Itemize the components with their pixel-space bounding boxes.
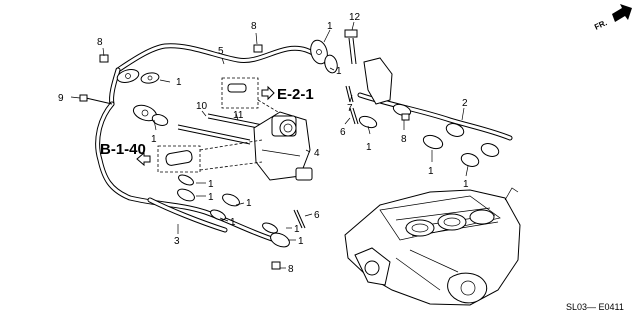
- b140-arrow: [136, 151, 151, 167]
- connector: [227, 83, 247, 93]
- callout-2: 2: [462, 98, 468, 109]
- gasket-set: [116, 39, 500, 248]
- callout-1-lower-f: 1: [298, 236, 304, 247]
- connector-box: [221, 77, 259, 109]
- engine-assembly: [344, 187, 521, 306]
- callout-1-lower-e: 1: [294, 224, 300, 235]
- callout-5: 5: [218, 46, 224, 57]
- callout-4: 4: [314, 148, 320, 159]
- callout-8-upper-left: 8: [97, 37, 103, 48]
- front-arrow-icon: [612, 4, 632, 22]
- callout-1-lower-a: 1: [208, 179, 214, 190]
- reference-e-2-1: E-2-1: [277, 86, 314, 103]
- callout-1-mid-left: 1: [151, 134, 157, 145]
- e21-arrow: [261, 85, 275, 101]
- callout-9: 9: [58, 93, 64, 104]
- callout-8-right: 8: [401, 134, 407, 145]
- air-control-valve: [253, 111, 313, 181]
- front-direction-indicator: FR.: [593, 4, 632, 32]
- callout-1-right-b: 1: [428, 166, 434, 177]
- diagram-code: SL03— E0411: [566, 302, 624, 312]
- callout-numbers: 8 1 9 1 5 8 1 12 7 6 1 8 2 1 1 10 11 4 1…: [58, 12, 469, 275]
- callout-3: 3: [174, 236, 180, 247]
- hose: [165, 150, 193, 166]
- reference-b-1-40: B-1-40: [100, 141, 146, 158]
- mounting-bracket: [363, 57, 393, 105]
- callout-1-lower-d: 1: [230, 217, 236, 228]
- callout-1-lower-b: 1: [208, 192, 214, 203]
- callout-1-pipe-end: 1: [336, 66, 342, 77]
- callout-8-lower: 8: [288, 264, 294, 275]
- callout-10: 10: [196, 101, 208, 112]
- callout-7: 7: [347, 103, 353, 114]
- hose-box: [157, 145, 201, 173]
- callout-1-lower-c: 1: [246, 198, 252, 209]
- callout-1-top: 1: [327, 21, 333, 32]
- front-label: FR.: [593, 18, 608, 32]
- leader-lines: [70, 21, 469, 269]
- callout-6-right: 6: [340, 127, 346, 138]
- callout-11: 11: [233, 110, 244, 121]
- callout-1-upper-left: 1: [176, 77, 182, 88]
- callout-1-right-c: 1: [463, 179, 469, 190]
- callout-6-lower: 6: [314, 210, 320, 221]
- callout-8-top: 8: [251, 21, 257, 32]
- callout-1-right-a: 1: [366, 142, 372, 153]
- callout-12: 12: [349, 12, 361, 23]
